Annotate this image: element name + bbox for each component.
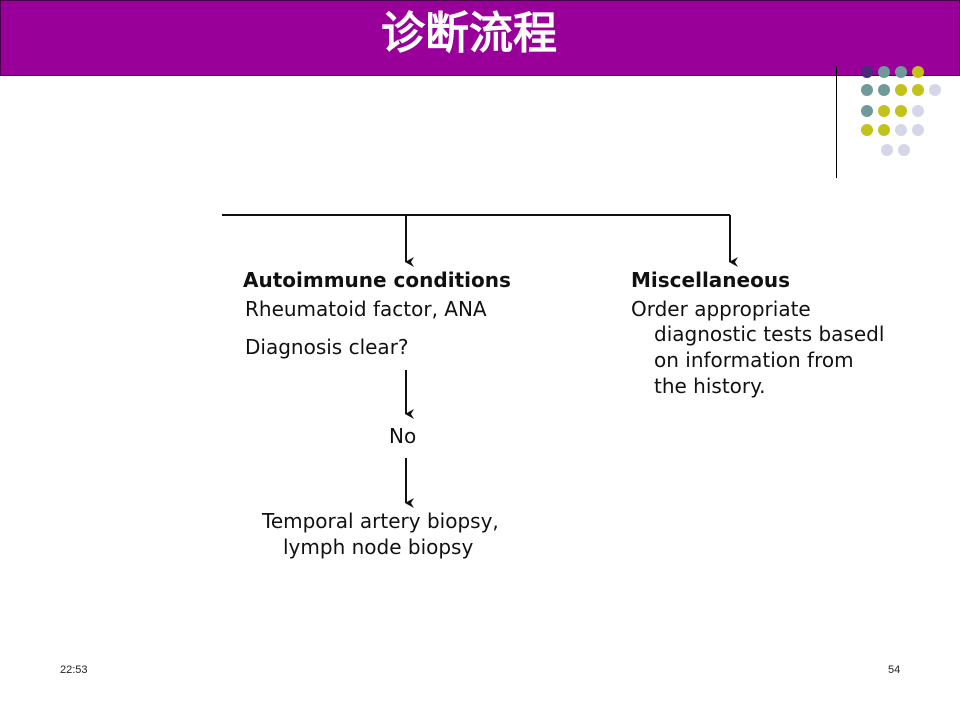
decorative-dot [929,84,941,96]
title-bar: 诊断流程 [0,0,960,76]
decorative-dot [878,105,890,117]
miscellaneous-heading: Miscellaneous [631,268,790,292]
slide-page-number: 54 [888,664,901,676]
misc-line-2: diagnostic tests basedl [654,322,885,346]
decorative-dot-grid [836,66,960,178]
decorative-dot [878,66,890,78]
decorative-dot [912,124,924,136]
decorative-dot [912,105,924,117]
misc-line-4: the history. [654,374,766,398]
slide-time: 22:53 [60,664,88,676]
decorative-dot [861,124,873,136]
autoimmune-tests: Rheumatoid factor, ANA [245,297,487,321]
misc-line-3: on information from [654,348,854,372]
answer-no: No [389,424,417,448]
diagnosis-clear-question: Diagnosis clear? [245,335,409,359]
misc-line-1: Order appropriate [631,297,811,321]
decorative-dot [861,66,873,78]
decorative-dot [878,84,890,96]
decorative-dot [912,66,924,78]
biopsy-line-2: lymph node biopsy [283,535,474,559]
decorative-dot [878,124,890,136]
slide-title: 诊断流程 [381,8,557,59]
decorative-dot [895,66,907,78]
decorative-dot [895,84,907,96]
autoimmune-heading: Autoimmune conditions [243,268,511,292]
decorative-dot [861,84,873,96]
decorative-dot [912,84,924,96]
decorative-dot [861,105,873,117]
decorative-dot [895,105,907,117]
decorative-dot [881,144,893,156]
decorative-dot [898,144,910,156]
decorative-dot [895,124,907,136]
biopsy-line-1: Temporal artery biopsy, [262,509,499,533]
